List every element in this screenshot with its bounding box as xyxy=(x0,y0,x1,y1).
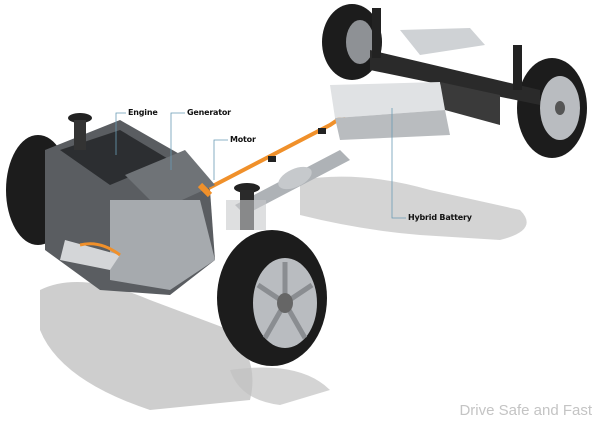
label-hybrid-battery: Hybrid Battery xyxy=(408,213,472,222)
hybrid-battery xyxy=(330,82,500,140)
label-generator: Generator xyxy=(187,108,231,117)
rear-module xyxy=(400,28,485,55)
rear-right-wheel xyxy=(517,58,587,158)
label-motor: Motor xyxy=(230,135,256,144)
label-engine: Engine xyxy=(128,108,158,117)
rear-left-wheel xyxy=(322,4,382,80)
watermark: Drive Safe and Fast xyxy=(459,402,592,419)
leader-lines xyxy=(115,108,406,219)
front-strut xyxy=(68,113,266,230)
front-right-wheel xyxy=(217,230,327,366)
engine-block xyxy=(45,120,215,295)
ground-shadow xyxy=(40,176,527,410)
